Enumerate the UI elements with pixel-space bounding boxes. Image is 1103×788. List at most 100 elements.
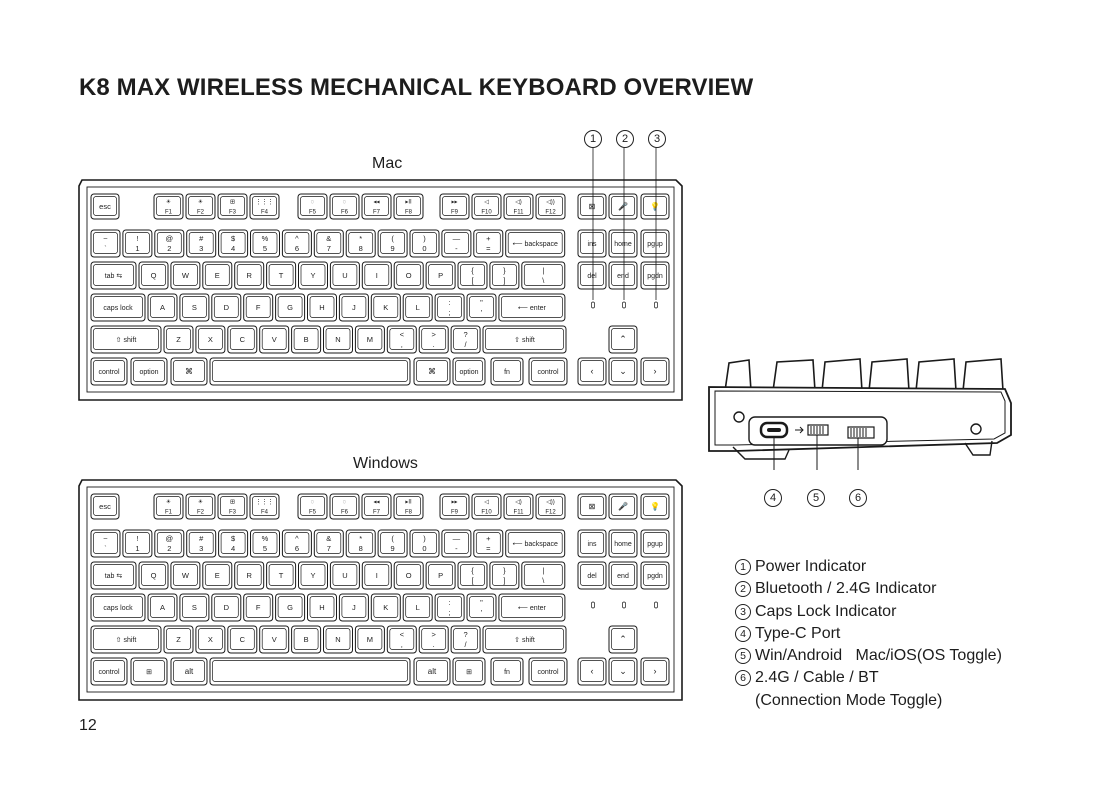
key-legend: del — [587, 273, 597, 280]
key-legend: F7 — [373, 210, 381, 216]
bracket-key: }] — [489, 561, 520, 590]
key-legend: option — [459, 369, 478, 376]
key-legend: F6 — [341, 210, 349, 216]
key-legend-bottom: 5 — [263, 544, 267, 553]
key-legend: 💡 — [650, 201, 660, 211]
function-key: ◁F10 — [471, 193, 502, 220]
key-legend: home — [614, 241, 632, 248]
function-key: ◁))F12 — [535, 493, 566, 520]
key-legend: F4 — [261, 210, 269, 216]
key-icon: ◌ — [343, 500, 347, 506]
key-icon: ☀ — [198, 499, 203, 506]
bracket-key: {[ — [457, 261, 488, 290]
number-key: $4 — [218, 529, 249, 558]
windows-section-label: Windows — [353, 455, 418, 472]
letter-key: F — [243, 593, 274, 622]
letter-key: C — [227, 325, 258, 354]
key-legend: ⟵ enter — [518, 605, 547, 612]
number-key: (9 — [377, 529, 408, 558]
key-legend: G — [287, 603, 293, 612]
key-legend-top: } — [503, 566, 506, 575]
key-legend: N — [335, 335, 340, 344]
letter-key: C — [227, 625, 258, 654]
number-key: ~` — [90, 229, 121, 258]
key-legend-bottom: ] — [503, 576, 505, 585]
key-legend-top: + — [486, 234, 491, 243]
function-key: ◌F5 — [297, 493, 328, 520]
key-legend: A — [160, 603, 165, 612]
shift-key: ⇧ shift — [482, 325, 567, 354]
key-legend: N — [335, 635, 340, 644]
key-legend: B — [304, 635, 309, 644]
esc-key: esc — [90, 493, 120, 520]
control-key: control — [90, 657, 128, 686]
letter-key: N — [323, 325, 353, 354]
key-legend: M — [367, 335, 373, 344]
key-legend: F — [256, 303, 261, 312]
key-legend: F7 — [373, 510, 381, 516]
key-legend-top: ( — [391, 234, 394, 243]
key-legend: option — [139, 369, 158, 376]
key-legend-bottom: ` — [104, 244, 107, 253]
arrow-down-key: ⌄ — [608, 657, 638, 686]
key-legend-bottom: 8 — [359, 544, 363, 553]
key-legend-bottom: 2 — [167, 244, 171, 253]
key-legend-top: $ — [231, 534, 236, 543]
key-legend: O — [406, 571, 412, 580]
windows-keyboard-diagram: esc☀F1☀F2⊞F3⋮⋮⋮F4◌F5◌F6◂◂F7▸IIF8▸▸F9◁F10… — [78, 479, 683, 701]
callout-3: 3 — [648, 130, 666, 148]
key-icon: ☀ — [166, 499, 171, 506]
nav-key: 💡 — [640, 193, 670, 220]
nav-key: ⊠ — [577, 193, 607, 220]
key-legend-top: ^ — [295, 534, 299, 543]
key-legend: ins — [588, 241, 597, 248]
callout-6: 6 — [849, 489, 867, 507]
key-legend: fn — [504, 369, 510, 376]
key-legend: F3 — [229, 510, 237, 516]
key-legend: E — [215, 571, 220, 580]
key-icon: ◁)) — [546, 200, 555, 206]
legend-number: 5 — [735, 648, 751, 665]
key-legend-top: ~ — [103, 534, 108, 543]
key-legend: A — [160, 303, 165, 312]
key-icon: ◁) — [515, 200, 522, 206]
key-legend: ⇧ shift — [514, 636, 535, 644]
modifier-key: alt — [170, 657, 208, 686]
key-legend-top: # — [199, 534, 204, 543]
function-key: ◌F5 — [297, 193, 328, 220]
punct-key: >. — [418, 325, 449, 354]
letter-key: I — [361, 561, 392, 590]
number-key: *8 — [345, 229, 376, 258]
letter-key: I — [361, 261, 392, 290]
backslash-key: |\ — [521, 561, 566, 590]
key-legend-top: : — [449, 598, 451, 607]
key-legend-top: < — [400, 630, 405, 639]
key-legend-bottom: . — [433, 640, 435, 649]
key-legend: R — [246, 571, 252, 580]
letter-key: U — [329, 261, 360, 290]
nav-key: 💡 — [640, 493, 670, 520]
number-key: !1 — [122, 529, 153, 558]
key-icon: ◁ — [484, 500, 489, 506]
key-legend: D — [224, 603, 230, 612]
shift-key: ⇧ shift — [482, 625, 567, 654]
key-icon: ◁) — [515, 500, 522, 506]
key-legend: U — [342, 571, 347, 580]
number-key: ^6 — [281, 529, 312, 558]
key-legend-bottom: 4 — [231, 544, 235, 553]
key-legend-bottom: 7 — [327, 544, 331, 553]
letter-key: L — [402, 293, 433, 322]
key-icon: ◌ — [311, 500, 315, 506]
letter-key: W — [170, 261, 201, 290]
page-title: K8 MAX WIRELESS MECHANICAL KEYBOARD OVER… — [79, 74, 754, 101]
letter-key: P — [425, 261, 456, 290]
legend-continuation: (Connection Mode Toggle) — [755, 691, 943, 709]
esc-key: esc — [90, 193, 120, 220]
legend-number: 3 — [735, 603, 751, 620]
key-legend: X — [208, 635, 213, 644]
legend-text: Power Indicator — [755, 558, 867, 575]
key-legend-bottom: ; — [449, 608, 451, 617]
keyboard-side-view — [708, 358, 1012, 470]
key-legend: X — [208, 335, 213, 344]
